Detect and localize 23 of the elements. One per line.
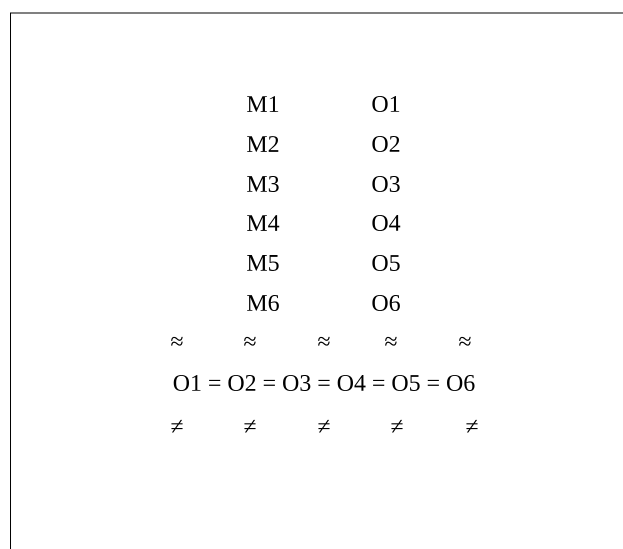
- label: M5: [247, 255, 279, 271]
- approx-sign: ≈: [459, 336, 471, 346]
- not-equal-sign: ≠: [171, 420, 183, 432]
- approx-sign: ≈: [318, 336, 330, 346]
- not-equal-sign: ≠: [318, 420, 330, 432]
- equation: O1 = O2 = O3 = O4 = O5 = O6: [174, 374, 475, 392]
- label: O1: [372, 96, 400, 112]
- not-equal-sign: ≠: [466, 420, 478, 432]
- label: O3: [372, 176, 400, 192]
- not-equal-sign: ≠: [244, 420, 256, 432]
- label: O5: [372, 254, 400, 272]
- label: M4: [247, 215, 280, 231]
- not-equal-sign: ≠: [391, 420, 403, 432]
- label: M3: [247, 176, 279, 192]
- label: M2: [247, 136, 278, 152]
- label: O4: [372, 214, 400, 232]
- approx-sign: ≈: [171, 336, 183, 346]
- approx-sign: ≈: [385, 336, 397, 346]
- approx-sign: ≈: [244, 336, 256, 346]
- label: O2: [372, 136, 400, 152]
- label: O6: [372, 294, 400, 312]
- label: M1: [247, 96, 278, 112]
- label: M6: [247, 294, 279, 312]
